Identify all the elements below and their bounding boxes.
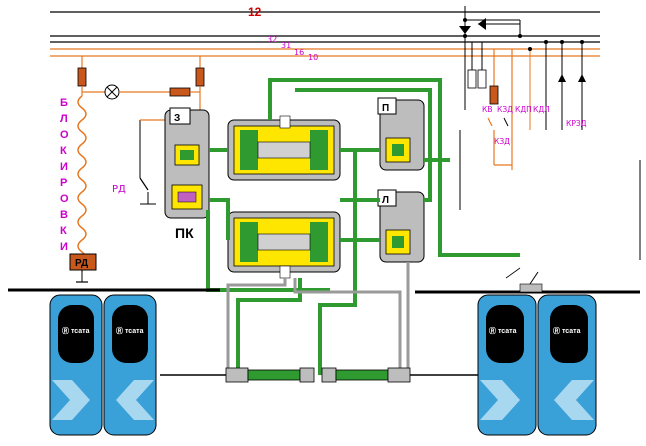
grey-pipes: [226, 262, 410, 375]
bus-31-label: 31: [281, 41, 291, 50]
door-window: [486, 305, 524, 363]
svg-text:О: О: [60, 193, 69, 205]
kdp-label: КДП: [515, 105, 532, 114]
kv-label: КВ: [482, 105, 492, 114]
bus-12-label: 12: [248, 5, 262, 19]
door-window: [58, 305, 94, 363]
door-switch: [519, 283, 543, 293]
blocking-contacts-chain: [77, 95, 87, 265]
blocking-chain: Б Л О К И Р О В К И РД: [60, 56, 205, 283]
rd-contact: РД: [112, 119, 170, 205]
door-window: [112, 305, 148, 363]
bus-32-label: 32: [267, 35, 277, 44]
door-window: [550, 305, 588, 363]
resistor-icon: [169, 87, 191, 97]
kzd2-label: КЗД: [494, 137, 510, 146]
svg-text:Б: Б: [60, 97, 68, 109]
door-brand: Ⓡ тсата: [489, 326, 517, 335]
bus-16-label: 16: [294, 48, 304, 57]
bus-10-label: 10: [308, 53, 318, 62]
fuse-icon: [195, 67, 205, 87]
svg-text:О: О: [60, 129, 69, 141]
pk-valve: З ПК: [164, 107, 210, 241]
diode-icon: [558, 74, 566, 82]
valve-z-label: З: [174, 113, 180, 124]
fuse-icon: [77, 67, 87, 87]
central-cylinders: [227, 115, 341, 279]
door-actuators: [160, 367, 480, 383]
door-brand: Ⓡ тсата: [62, 326, 90, 335]
rd-relay: [69, 253, 97, 271]
svg-text:Р: Р: [60, 177, 67, 189]
svg-text:И: И: [60, 161, 68, 173]
diode-icon: [459, 26, 471, 34]
svg-text:К: К: [60, 145, 67, 157]
rd-contact-label: РД: [112, 184, 126, 195]
left-door-pair: Ⓡ тсата Ⓡ тсата: [49, 294, 157, 436]
svg-text:В: В: [60, 209, 68, 221]
svg-text:Л: Л: [60, 113, 68, 125]
rd-relay-label: РД: [75, 258, 88, 269]
svg-text:И: И: [60, 241, 68, 253]
kdl-label: КДЛ: [533, 105, 550, 114]
p-valve: П: [377, 97, 425, 171]
valve-p-label: П: [382, 103, 389, 114]
door-brand: Ⓡ тсата: [116, 326, 144, 335]
krzd-label: КРЗД: [566, 119, 587, 128]
pk-label: ПК: [175, 225, 194, 241]
right-contacts: КВ КЗД КДП КДЛ КРЗД КЗД: [459, 40, 641, 260]
door-brand: Ⓡ тсата: [553, 326, 581, 335]
right-door-pair: Ⓡ тсата Ⓡ тсата: [477, 267, 597, 436]
l-valve: Л: [377, 189, 425, 263]
valve-l-label: Л: [382, 195, 389, 206]
kzd-label: КЗД: [497, 105, 513, 114]
blocking-label: Б Л О К И Р О В К И: [60, 97, 69, 253]
diode-icon: [578, 74, 586, 82]
svg-text:К: К: [60, 225, 67, 237]
top-buses: 12 32 31 16 10: [50, 5, 600, 110]
fuse-icon: [489, 85, 499, 105]
